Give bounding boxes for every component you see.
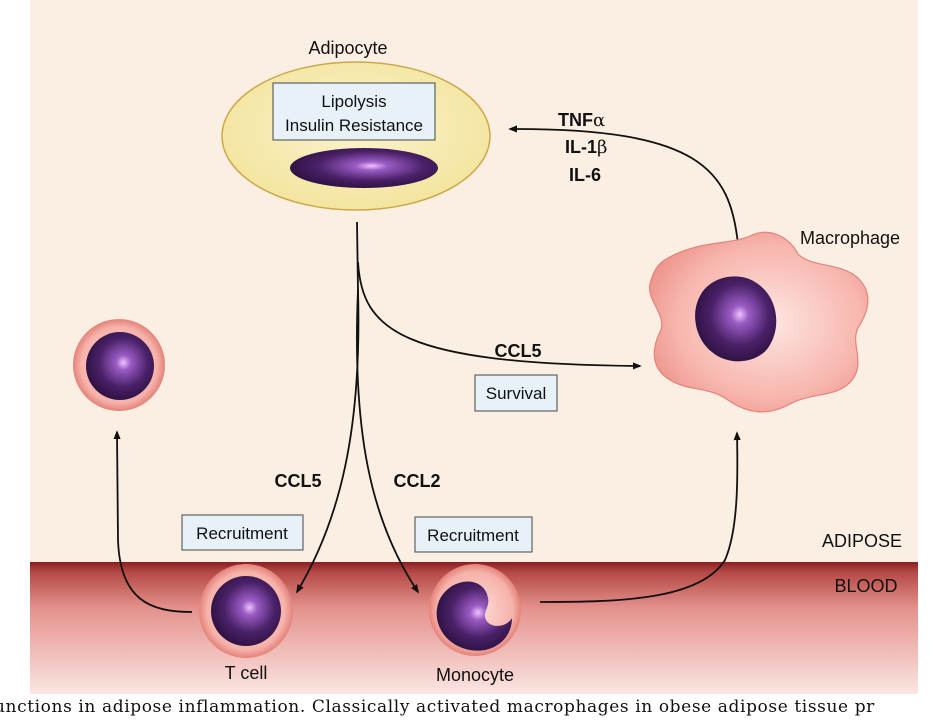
lipolysis-label: Lipolysis [321,92,386,111]
recruitment-left-label: Recruitment [196,524,288,543]
tissue-t-cell-nucleus [86,332,154,400]
survival-label: Survival [486,384,546,403]
adipocyte-effects-box [272,82,436,141]
tnf-text: TNF [558,110,593,130]
tcell-migration-arrow [113,430,193,613]
ccl5-survival-arrow [357,261,642,370]
t-cell-nucleus [211,576,281,646]
monocyte-label: Monocyte [436,665,514,685]
blood-region-label: BLOOD [834,576,897,596]
ccl5-tcell-label: CCL5 [274,471,321,491]
macrophage-nucleus [695,276,777,362]
il1-beta-label: IL-1β [565,137,607,158]
recruitment-box-right [414,516,533,553]
beta-symbol: β [597,137,607,158]
survival-box [474,374,558,412]
adipose-region-label: ADIPOSE [822,531,902,551]
caption-text: unctions in adipose inflammation. Classi… [0,697,875,717]
adipocyte-label: Adipocyte [308,38,387,58]
recruitment-box-left [181,514,304,551]
adipocyte-nucleus [290,148,438,188]
ccl5-survival-label: CCL5 [494,341,541,361]
il1-text: IL-1 [565,137,597,157]
t-cell-label: T cell [225,663,268,683]
alpha-symbol: α [593,110,605,131]
cytokine-arrow [508,125,739,245]
monocyte-migration-arrow [539,431,741,603]
macrophage-label: Macrophage [800,228,900,248]
adipocyte-signal-trunk [356,221,359,291]
recruitment-right-label: Recruitment [427,526,519,545]
insulin-resistance-label: Insulin Resistance [285,116,423,135]
monocyte-nucleus [436,581,512,651]
ccl2-monocyte-arrow [355,289,419,594]
il6-label: IL-6 [569,165,601,185]
tnf-alpha-label: TNFα [558,110,605,131]
ccl2-label: CCL2 [393,471,440,491]
ccl5-tcell-arrow [296,289,360,594]
figure-caption: unctions in adipose inflammation. Classi… [0,697,950,722]
